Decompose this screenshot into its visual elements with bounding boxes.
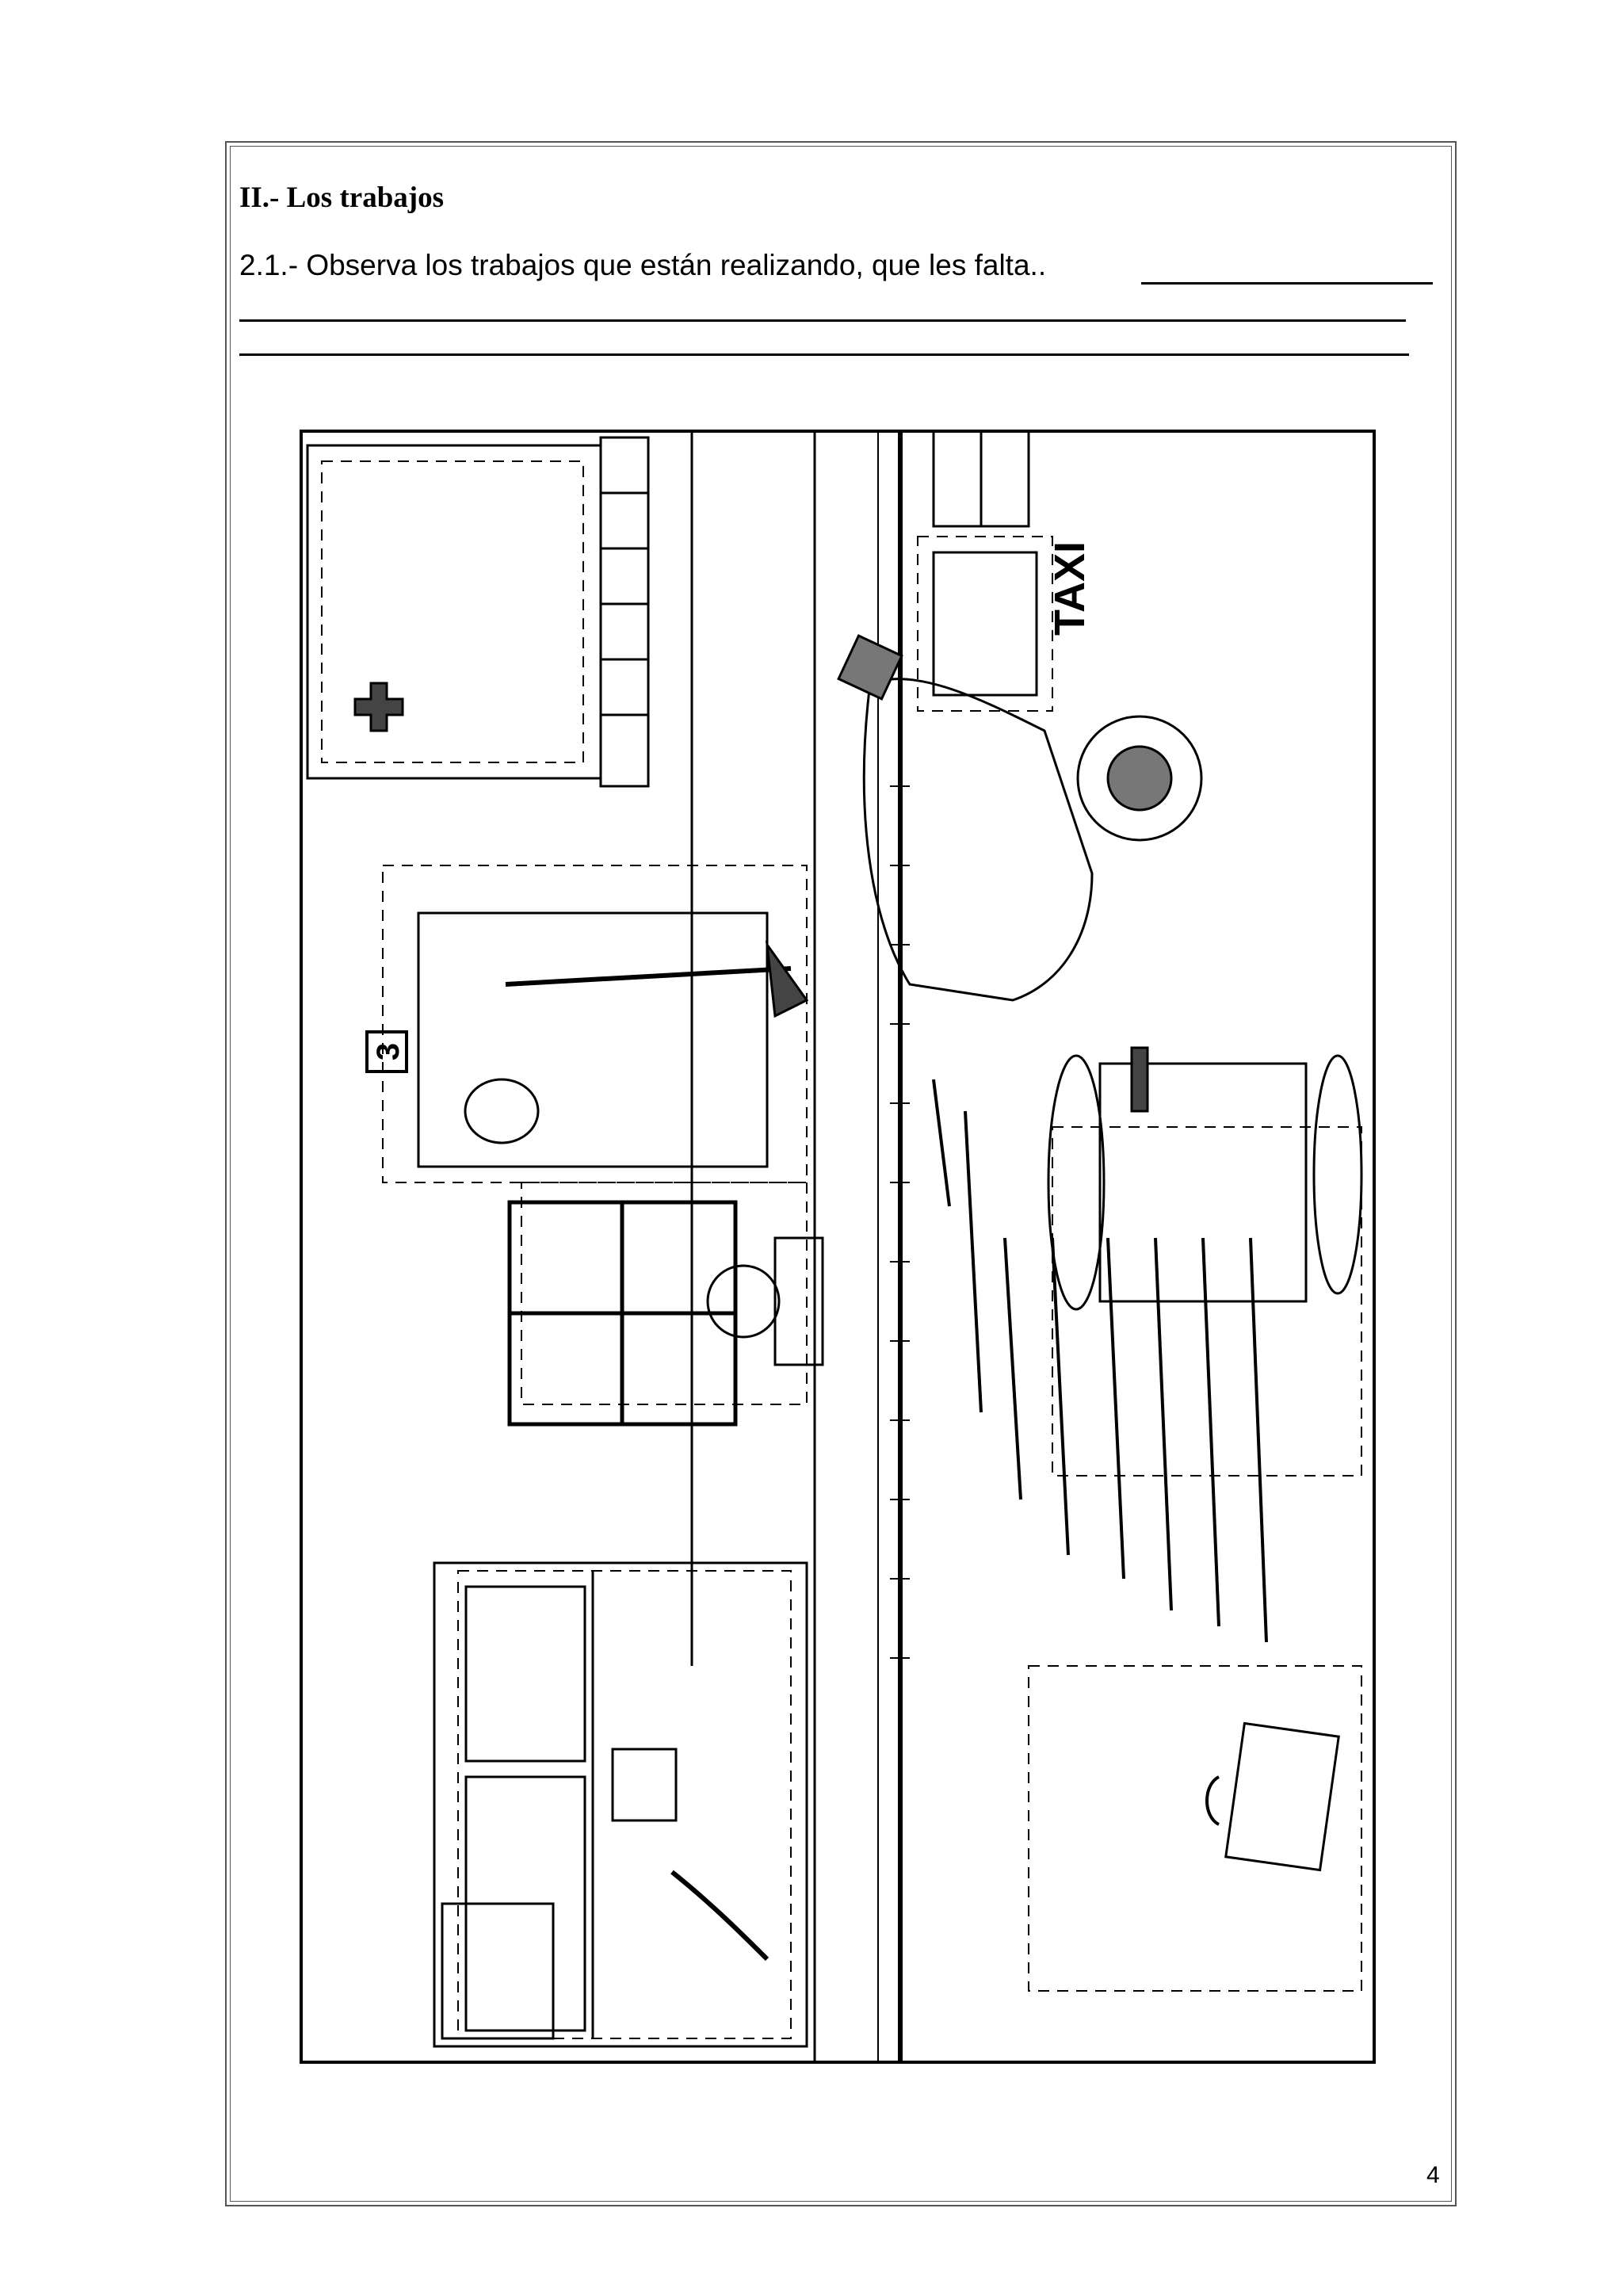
answer-line-3[interactable] [239,353,1409,356]
door-dashed-box [382,865,808,1183]
briefcase [1224,1721,1340,1872]
page-border [225,141,1457,2206]
shop-sign [611,1748,678,1822]
answer-line-2[interactable] [239,319,1406,322]
answer-line-1[interactable] [1141,282,1433,285]
house-door [417,911,769,1168]
door-knocker [464,1078,540,1144]
cabinet-shelf [599,436,650,788]
section-title: II.- Los trabajos [239,181,444,214]
shop-counter [441,1902,555,2040]
mailbox-base [1312,1054,1363,1295]
briefcase-dashed-box [1028,1665,1362,1992]
broom-handle [505,966,792,987]
hairdryer [670,1870,769,1962]
page-border-inner [230,146,1452,2202]
street-scene-illustration: TAXI 3 [300,430,1376,2064]
mailbox [1098,1062,1308,1303]
shop-front [433,1561,808,2048]
taxi-mirror [837,634,903,701]
taxi-label: TAXI [1046,541,1094,636]
worker-body [773,1236,824,1366]
page-number: 4 [1426,2162,1440,2188]
taxi-dashed-box [917,536,1053,712]
taxi-car [862,678,1094,1002]
cross-icon [353,682,404,732]
broom-head [765,940,809,1018]
mailbox-dashed-box [1052,1126,1362,1477]
medicine-cabinet [306,444,602,780]
briefcase-handle [1205,1775,1220,1826]
illustration-frame [300,430,1376,2064]
mailbox-top [1047,1054,1106,1311]
worker-figure [706,1264,781,1339]
taxi-wheel [1076,715,1203,842]
shop-window-left [464,1585,586,1763]
crosswalk [932,1079,1268,1643]
question-text: 2.1.- Observa los trabajos que están rea… [239,249,1047,281]
house-number: 3 [371,1043,406,1060]
house-number-box [365,1030,408,1073]
window-dashed-box [521,1182,808,1405]
road-texture [890,785,910,1659]
